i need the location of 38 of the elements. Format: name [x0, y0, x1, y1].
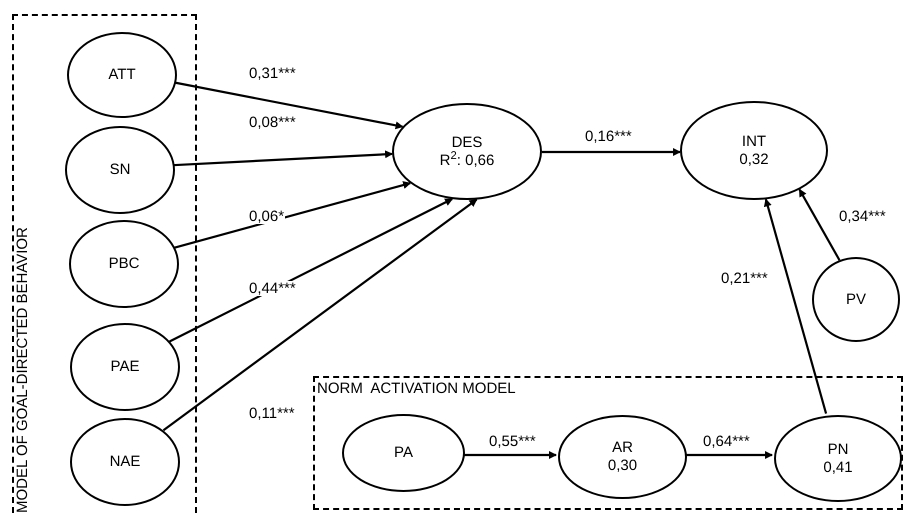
path-arrow — [798, 188, 840, 261]
path-arrow — [542, 148, 682, 156]
edge-label: 0,11*** — [248, 406, 296, 421]
edge-label: 0,08*** — [248, 115, 297, 130]
construct-name: SN — [110, 161, 130, 179]
path-arrow — [764, 198, 828, 414]
edge-label: 0,21*** — [720, 271, 769, 286]
group-title: MODEL OF GOAL-DIRECTED BEHAVIOR — [15, 227, 30, 513]
construct-name: PA — [394, 444, 413, 462]
group-title: NORM ACTIVATION MODEL — [317, 381, 516, 396]
path-arrow — [462, 451, 557, 459]
path-arrow — [172, 150, 394, 166]
path-arrow — [162, 198, 478, 432]
edge-label: 0,16*** — [584, 129, 633, 144]
construct-name: ATT — [108, 66, 136, 84]
construct-name: PAE — [110, 358, 140, 376]
edge-label: 0,06* — [248, 209, 286, 224]
edge-label: 0,31*** — [248, 66, 297, 81]
dashed-group-frame — [12, 14, 197, 513]
construct-name: PBC — [108, 255, 140, 273]
edge-label: 0,55*** — [488, 434, 537, 449]
construct-name: NAE — [110, 453, 140, 471]
r-squared-value: R$^{2}$: 0,66 — [440, 152, 494, 170]
construct-name: PV — [846, 290, 866, 308]
r-squared-value: 0,41 — [823, 458, 853, 476]
dashed-group-frame — [313, 376, 903, 510]
r-squared-value: 0,32 — [739, 150, 769, 168]
construct-name: AR — [612, 439, 633, 457]
edge-label: 0,64*** — [702, 434, 751, 449]
path-arrow — [174, 181, 412, 249]
path-arrow — [685, 451, 774, 459]
construct-name: INT — [742, 132, 766, 150]
edge-label: 0,44*** — [248, 281, 297, 296]
edge-label: 0,34*** — [838, 209, 887, 224]
path-arrow — [169, 198, 454, 343]
construct-name: PN — [828, 440, 848, 458]
construct-name: DES — [452, 134, 482, 151]
r-squared-value: 0,30 — [608, 457, 638, 475]
